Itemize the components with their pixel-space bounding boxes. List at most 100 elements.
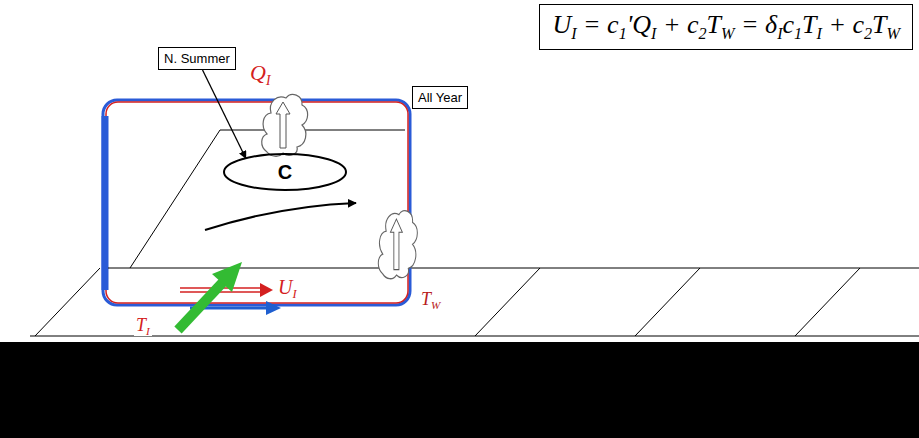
glyph: δ xyxy=(765,10,777,39)
cloud-shape xyxy=(378,211,417,279)
glyph: 1 xyxy=(619,25,627,42)
glyph: I xyxy=(266,73,271,88)
region-plane xyxy=(108,130,408,268)
variable-label: QI xyxy=(248,60,272,85)
glyph: ' xyxy=(627,10,633,39)
glyph: U xyxy=(552,10,571,39)
season-tag: N. Summer xyxy=(158,47,236,70)
glyph: N xyxy=(164,51,173,66)
glyph: T xyxy=(802,10,816,39)
glyph: W xyxy=(431,299,440,311)
node-text: N. Summer xyxy=(164,51,230,66)
season-tag: All Year xyxy=(412,86,468,109)
glyph: + xyxy=(828,10,846,39)
glyph: I xyxy=(292,287,296,301)
convection-cloud xyxy=(378,211,417,279)
node-text: C xyxy=(278,161,292,184)
circulation-ellipse: C xyxy=(223,153,347,191)
glyph: u xyxy=(189,51,196,66)
glyph: 2 xyxy=(864,25,872,42)
floor-line xyxy=(30,336,919,337)
glyph: W xyxy=(887,25,900,42)
glyph: C xyxy=(278,161,292,183)
glyph xyxy=(601,10,608,39)
region-outline xyxy=(103,100,410,305)
equation-box: UI = c1'QI + c2TW = δIc1TI + c2TW xyxy=(539,4,913,50)
glyph: l xyxy=(427,90,430,105)
floor-line xyxy=(35,268,100,336)
glyph: T xyxy=(136,315,146,335)
glyph: Q xyxy=(250,60,266,85)
glyph: I xyxy=(571,25,576,42)
glyph xyxy=(577,10,584,39)
plane-line xyxy=(130,130,220,268)
glyph: I xyxy=(777,25,782,42)
glyph xyxy=(759,10,766,39)
glyph: T xyxy=(707,10,721,39)
wind-arrow-green xyxy=(178,262,242,330)
convection-cloud xyxy=(262,94,308,156)
glyph: r xyxy=(225,51,229,66)
glyph: r xyxy=(458,90,462,105)
glyph xyxy=(177,51,181,66)
floor-line xyxy=(635,268,700,336)
arrow-head xyxy=(266,301,281,315)
glyph: 1 xyxy=(794,25,802,42)
glyph: e xyxy=(443,90,450,105)
glyph: T xyxy=(421,289,431,309)
glyph: . xyxy=(173,51,177,66)
glyph: e xyxy=(218,51,225,66)
glyph xyxy=(432,90,435,105)
glyph: c xyxy=(687,10,699,39)
updraft-arrow xyxy=(276,102,290,148)
region-outline xyxy=(106,102,408,303)
glyph: I xyxy=(817,25,822,42)
ellipse-shape xyxy=(224,154,346,190)
node-text: UI = c1'QI + c2TW = δIc1TI + c2TW xyxy=(552,10,900,40)
floor-line xyxy=(475,268,540,336)
glyph: + xyxy=(663,10,681,39)
variable-label: TI xyxy=(134,315,152,336)
variable-label: UI xyxy=(276,276,299,299)
glyph: = xyxy=(741,10,759,39)
floor-line xyxy=(410,268,919,269)
glyph: S xyxy=(181,51,190,66)
glyph: Q xyxy=(632,10,651,39)
circulation-arrow xyxy=(205,203,356,230)
glyph: I xyxy=(146,325,150,337)
glyph xyxy=(680,10,687,39)
plane-line xyxy=(108,268,408,269)
region-edge xyxy=(102,116,109,290)
glyph xyxy=(656,10,663,39)
glyph xyxy=(846,10,853,39)
black-band xyxy=(0,342,919,438)
glyph xyxy=(734,10,741,39)
arrow-shaft xyxy=(178,281,224,330)
arrow-head xyxy=(260,283,273,297)
glyph: 2 xyxy=(699,25,707,42)
glyph: c xyxy=(783,10,795,39)
glyph: U xyxy=(278,276,292,298)
glyph: T xyxy=(872,10,886,39)
variable-label: TW xyxy=(419,289,442,310)
arrow-head xyxy=(212,262,242,292)
glyph: c xyxy=(853,10,865,39)
glyph: Y xyxy=(436,90,443,105)
node-text: All Year xyxy=(418,90,462,105)
glyph: c xyxy=(607,10,619,39)
floor-line xyxy=(795,268,860,336)
plane-line xyxy=(220,130,405,131)
glyph: W xyxy=(721,25,734,42)
cloud-shape xyxy=(262,94,308,156)
glyph: m xyxy=(197,51,208,66)
glyph: m xyxy=(207,51,218,66)
updraft-arrow xyxy=(390,219,402,270)
glyph: I xyxy=(651,25,656,42)
glyph: A xyxy=(418,90,427,105)
leader-arrow xyxy=(203,70,246,158)
glyph: l xyxy=(430,90,433,105)
glyph xyxy=(822,10,829,39)
